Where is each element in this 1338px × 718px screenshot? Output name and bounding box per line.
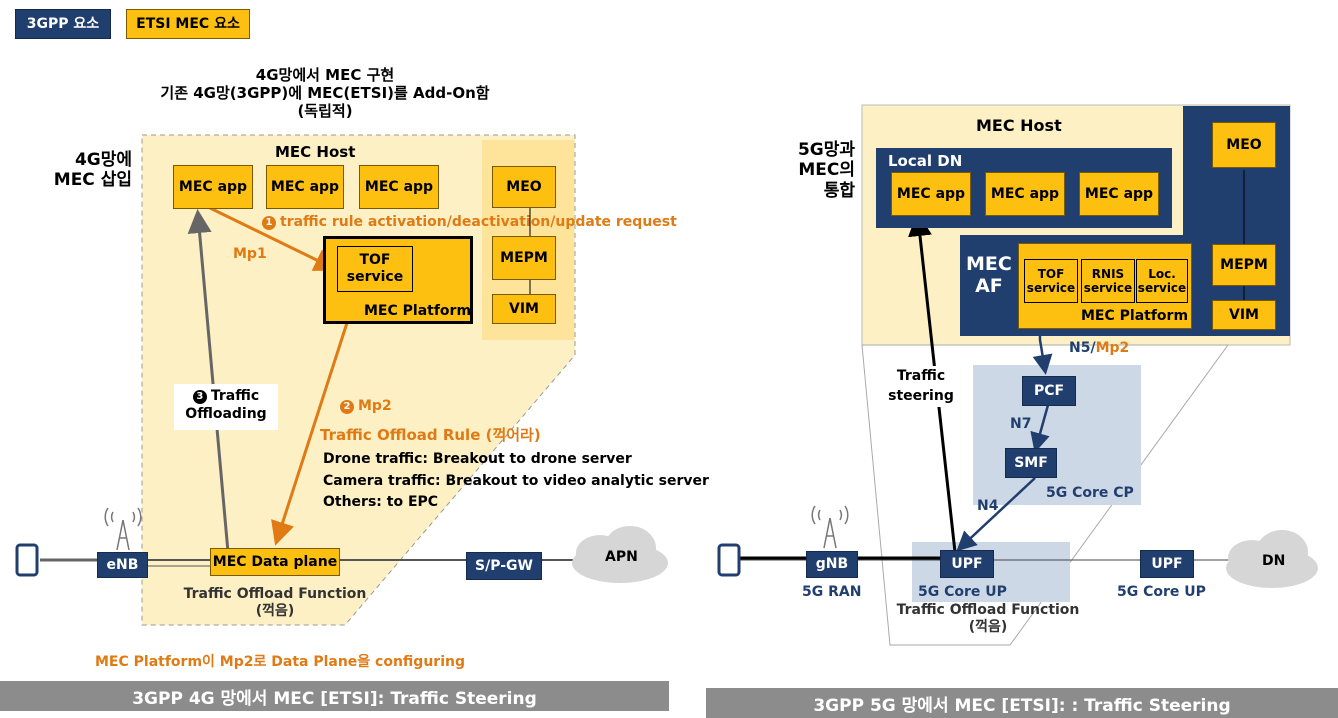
smf[interactable]: SMF <box>1005 448 1057 478</box>
rule-title: Traffic Offload Rule (꺽어라) <box>320 426 541 444</box>
left-tof-function: Traffic Offload Function (꺽음) <box>183 586 367 619</box>
rule-3: Others: to EPC <box>323 494 439 510</box>
rnis-service[interactable]: RNIS service <box>1081 259 1135 303</box>
step2-number: 2 <box>340 400 354 414</box>
left-mec-app-3[interactable]: MEC app <box>359 165 439 209</box>
left-banner: 3GPP 4G 망에서 MEC [ETSI]: Traffic Steering <box>0 681 669 711</box>
left-mepm[interactable]: MEPM <box>492 236 556 280</box>
mp1-arrow <box>209 206 339 271</box>
step3-number: 3 <box>192 390 207 404</box>
right-mec-app-1[interactable]: MEC app <box>891 172 971 216</box>
left-platform-label: MEC Platform <box>364 303 472 319</box>
left-mec-app-1[interactable]: MEC app <box>173 165 253 209</box>
apn-label: APN <box>605 549 638 565</box>
n7-arrow <box>1030 404 1050 453</box>
gnb-antenna <box>811 505 849 549</box>
pcf[interactable]: PCF <box>1022 376 1076 406</box>
right-host-label: MEC Host <box>976 116 1062 135</box>
right-banner: 3GPP 5G 망에서 MEC [ETSI]: : Traffic Steeri… <box>706 688 1338 718</box>
left-title: 4G망에서 MEC 구현 기존 4G망(3GPP)에 MEC(ETSI)를 Ad… <box>160 66 490 120</box>
n7-label: N7 <box>1010 416 1032 432</box>
enb[interactable]: eNB <box>97 552 148 578</box>
enb-antenna <box>104 507 142 551</box>
upf-1[interactable]: UPF <box>940 550 994 578</box>
phone-icon <box>15 543 39 577</box>
upf-1-label: 5G Core UP <box>918 584 1007 600</box>
right-gray-frame <box>861 344 1229 646</box>
apn-cloud <box>572 526 668 583</box>
steering-label: Traffic steering <box>886 366 956 407</box>
right-side-label: 5G망과 MEC의 통합 <box>797 140 855 201</box>
left-tof-service[interactable]: TOF service <box>337 246 413 292</box>
right-mec-app-3[interactable]: MEC app <box>1079 172 1159 216</box>
upf-2-label: 5G Core UP <box>1117 584 1206 600</box>
n4-arrow <box>956 477 1036 552</box>
right-vim[interactable]: VIM <box>1212 300 1276 330</box>
left-meo[interactable]: MEO <box>492 166 556 208</box>
ran-label: 5G RAN <box>802 584 862 600</box>
mec-af-label: MEC AF <box>966 253 1012 297</box>
sp-gw[interactable]: S/P-GW <box>466 552 542 580</box>
left-host-label: MEC Host <box>275 143 356 161</box>
mp1-label: Mp1 <box>233 246 267 262</box>
rule-2: Camera traffic: Breakout to video analyt… <box>323 473 709 489</box>
step1-number: 1 <box>262 216 276 230</box>
right-meo[interactable]: MEO <box>1212 122 1276 168</box>
mec-data-plane[interactable]: MEC Data plane <box>210 548 340 576</box>
legend-3gpp: 3GPP 요소 <box>15 9 111 39</box>
right-mepm[interactable]: MEPM <box>1212 244 1276 286</box>
n5-mp2-label: N5/Mp2 <box>1069 340 1130 356</box>
cp-label: 5G Core CP <box>1046 485 1134 501</box>
tof-service[interactable]: TOF service <box>1024 259 1078 303</box>
loc-service[interactable]: Loc. service <box>1136 259 1188 303</box>
right-platform-label: MEC Platform <box>1081 308 1189 324</box>
gnb[interactable]: gNB <box>806 551 858 578</box>
right-mec-app-2[interactable]: MEC app <box>985 172 1065 216</box>
footer-note: MEC Platform이 Mp2로 Data Plane을 configuri… <box>95 654 465 670</box>
left-vim[interactable]: VIM <box>492 294 556 324</box>
left-side-label: 4G망에 MEC 삽입 <box>53 150 132 191</box>
dn-cloud <box>1226 530 1318 588</box>
n4-label: N4 <box>977 498 999 514</box>
dn-label: DN <box>1262 553 1286 569</box>
offloading-arrow <box>187 209 230 553</box>
mp2-arrow <box>271 297 357 546</box>
legend-etsi: ETSI MEC 요소 <box>126 9 250 39</box>
right-tof-function: Traffic Offload Function (꺽음) <box>896 602 1080 635</box>
phone-icon <box>717 543 741 577</box>
rule-1: Drone traffic: Breakout to drone server <box>323 451 632 467</box>
upf-2[interactable]: UPF <box>1140 550 1194 578</box>
left-mec-app-2[interactable]: MEC app <box>266 165 344 209</box>
